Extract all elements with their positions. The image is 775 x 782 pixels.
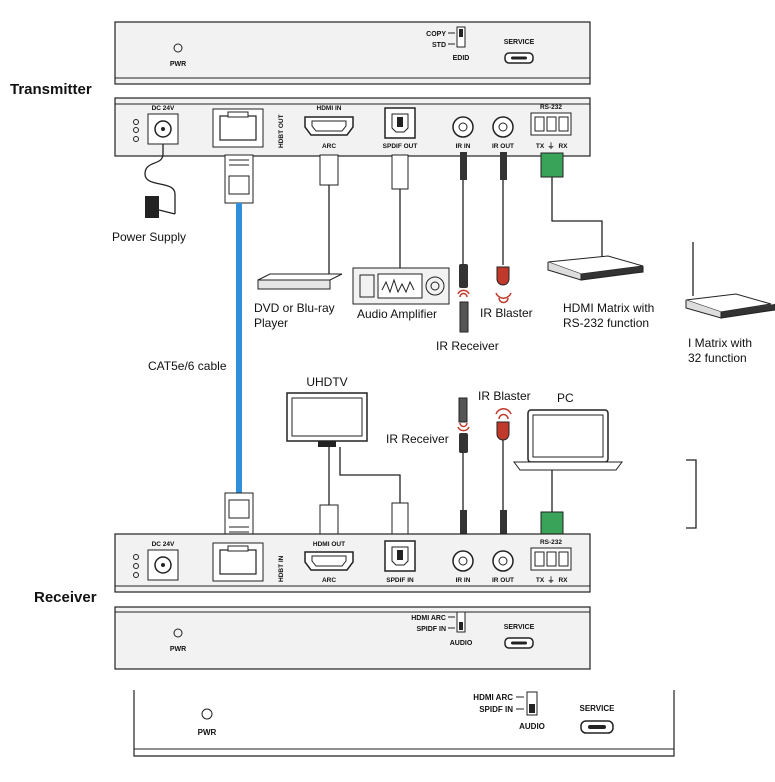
spdif-out-label: SPDIF OUT — [383, 143, 418, 150]
rx-ir-out-jack[interactable] — [492, 550, 514, 572]
rs232-label: RS-232 — [540, 104, 562, 111]
dvd-player: DVD or Blu-ray Player — [254, 154, 343, 330]
dup-audio-switch[interactable] — [526, 691, 538, 716]
hdbt-in-label: HDBT IN — [278, 555, 285, 582]
rj45-plug-bottom — [224, 492, 254, 542]
matrix-dup-label-line1: I Matrix with — [688, 336, 752, 350]
rs232-terminal-tx — [540, 152, 564, 178]
ir-out-label: IR OUT — [492, 143, 514, 150]
ir-blaster-tx: IR Blaster — [480, 152, 533, 320]
cropped-laptop-edge — [686, 459, 697, 529]
ir-receiver-rx-label: IR Receiver — [386, 432, 449, 446]
dup-spdif-in-label: SPIDF IN — [479, 705, 513, 714]
rx-ir-out-label: IR OUT — [492, 577, 514, 584]
ir-in-jack[interactable] — [452, 116, 474, 138]
rj45-plug-top — [224, 154, 254, 204]
spdif-in-label: SPDIF IN — [386, 577, 414, 584]
rx-service-label: SERVICE — [504, 624, 535, 631]
rx-spdif-in-label: SPIDF IN — [416, 626, 446, 633]
rx-ir-in-label: IR IN — [456, 577, 471, 584]
optical-plug-icon — [391, 154, 409, 190]
power-led-icon — [173, 43, 183, 53]
receiver-front-panel: PWR HDMI ARC SPIDF IN AUDIO SERVICE — [114, 606, 591, 670]
dvd-label-line2: Player — [254, 316, 288, 330]
ir-in-label: IR IN — [456, 143, 471, 150]
power-adapter-icon — [145, 196, 159, 218]
ground-icon: ⏚ — [548, 142, 555, 150]
receiver-front-panel-duplicate: PWR HDMI ARC SPIDF IN AUDIO SERVICE — [133, 690, 675, 757]
dvd-label-line1: DVD or Blu-ray — [254, 301, 335, 315]
std-label: STD — [432, 42, 446, 49]
laptop-icon — [527, 409, 609, 463]
spdif-in-port[interactable] — [384, 540, 416, 572]
matrix-label-line1: HDMI Matrix with — [563, 301, 654, 315]
hdmi-matrix-duplicate: I Matrix with 32 function — [685, 242, 775, 529]
rx-ground-icon: ⏚ — [548, 576, 555, 584]
cat-cable: CAT5e/6 cable — [148, 154, 254, 542]
dc-label: DC 24V — [152, 105, 175, 112]
receiver-title: Receiver — [34, 589, 97, 606]
pc: PC — [513, 391, 623, 537]
ir-blaster-rx-icon — [496, 421, 510, 441]
polarity-icon — [133, 119, 139, 142]
amplifier-label: Audio Amplifier — [357, 307, 437, 321]
rx-dc-label: DC 24V — [152, 541, 175, 548]
pwr-label: PWR — [170, 61, 186, 68]
transmitter-rear-panel: DC 24V HDBT OUT HDMI IN ARC SPDIF OUT IR… — [114, 97, 591, 157]
matrix-label-line2: RS-232 function — [563, 316, 649, 330]
power-supply-label: Power Supply — [112, 230, 186, 244]
rx-audio-label: AUDIO — [450, 640, 473, 647]
hdmi-out-label: HDMI OUT — [313, 541, 345, 548]
hdmi-matrix: HDMI Matrix with RS-232 function — [540, 152, 654, 330]
rs232-port[interactable] — [530, 112, 572, 136]
rs232-terminal-rx — [540, 511, 564, 537]
hdbt-out-label: HDBT OUT — [278, 114, 285, 148]
rx-hdmi-arc-label: HDMI ARC — [411, 615, 446, 622]
cable-label: CAT5e/6 cable — [148, 359, 227, 373]
pc-label: PC — [557, 391, 574, 405]
rx-arc-label: ARC — [322, 577, 336, 584]
ir-receiver-rx: IR Receiver — [386, 397, 470, 542]
edid-label: EDID — [453, 55, 470, 62]
rx-rs232-port[interactable] — [530, 547, 572, 571]
rx-polarity-icon — [133, 554, 139, 578]
ir-blaster-rx-label: IR Blaster — [478, 389, 531, 403]
rx-ir-in-jack[interactable] — [452, 550, 474, 572]
transmitter-title: Transmitter — [10, 81, 92, 98]
dup-audio-label: AUDIO — [519, 722, 545, 731]
ir-blaster-rx: IR Blaster — [478, 389, 531, 542]
copy-label: COPY — [426, 31, 446, 38]
ir-receiver-tx: IR Receiver — [436, 152, 499, 353]
hdmi-in-label: HDMI IN — [317, 105, 342, 112]
ir-receiver-icon — [459, 301, 469, 333]
audio-amplifier: Audio Amplifier — [352, 154, 450, 321]
uhdtv-label: UHDTV — [306, 375, 347, 389]
rx-rs232-label: RS-232 — [540, 539, 562, 546]
rx-pwr-label: PWR — [170, 646, 186, 653]
ir-receiver-tx-label: IR Receiver — [436, 339, 499, 353]
service-label: SERVICE — [504, 39, 535, 46]
ir-blaster-tx-label: IR Blaster — [480, 306, 533, 320]
dup-pwr-label: PWR — [198, 728, 217, 737]
transmitter-front-panel: PWR COPY STD EDID SERVICE — [114, 21, 591, 85]
matrix-dup-label-line2: 32 function — [688, 351, 747, 365]
dup-power-led-icon — [201, 708, 213, 720]
arc-label: ARC — [322, 143, 336, 150]
dup-service-label: SERVICE — [580, 704, 616, 713]
tx-label: TX — [536, 143, 545, 150]
ir-signal-icon — [457, 289, 470, 298]
receiver-rear-panel: DC 24V HDBT IN HDMI OUT ARC SPDIF IN IR … — [114, 533, 591, 593]
rx-power-led-icon — [173, 628, 183, 638]
power-supply: Power Supply — [112, 144, 186, 244]
ir-blaster-icon — [496, 266, 510, 286]
rx-label: RX — [558, 143, 568, 150]
rx-tx-label: TX — [536, 577, 545, 584]
hdmi-plug-icon — [319, 154, 339, 186]
rx-rx-label: RX — [558, 577, 568, 584]
uhdtv: UHDTV — [286, 375, 409, 542]
dup-hdmi-arc-label: HDMI ARC — [473, 693, 513, 702]
ir-out-jack[interactable] — [492, 116, 514, 138]
ir-receiver-rx-icon — [458, 397, 468, 423]
